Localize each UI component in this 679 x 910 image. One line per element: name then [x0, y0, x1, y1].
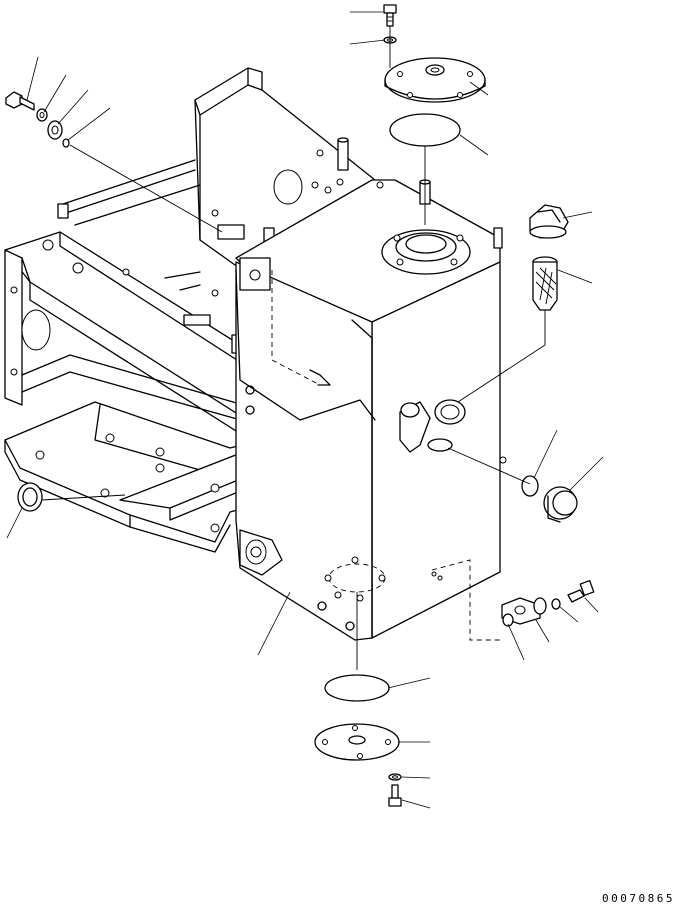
right-side-parts [448, 448, 594, 626]
drawing-number: 00070865 [602, 892, 675, 905]
strainer [458, 257, 557, 402]
leader-lines [7, 12, 603, 808]
left-fasteners [6, 92, 222, 232]
filler-cap [530, 205, 568, 238]
hydraulic-tank [236, 180, 506, 640]
left-grommet [18, 483, 125, 511]
top-cover-parts [384, 5, 485, 225]
